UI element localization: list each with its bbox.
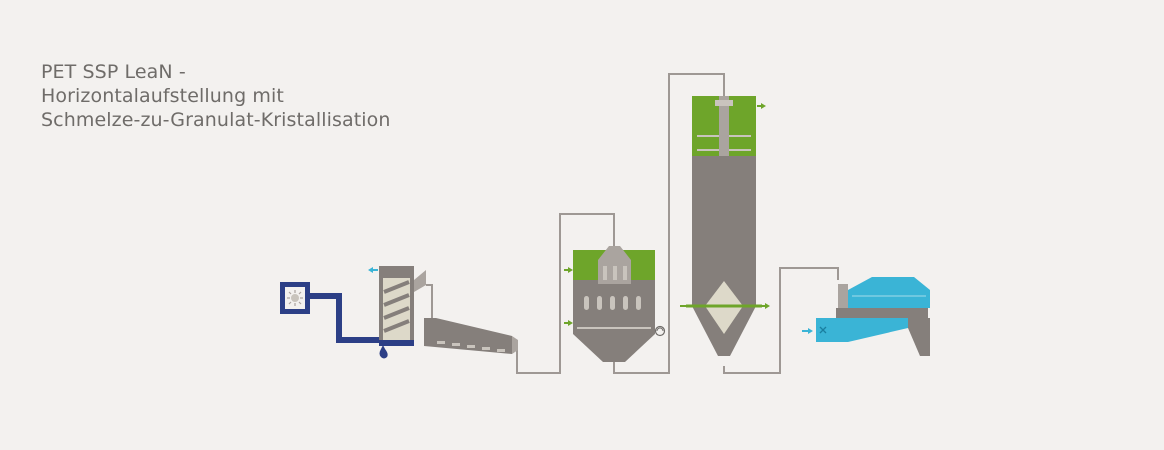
title-line-1: PET SSP LeaN - bbox=[41, 61, 186, 83]
exhaust-arrow-dryer bbox=[368, 267, 378, 273]
ssp-reactor bbox=[680, 96, 770, 356]
pipe-pelletizer-return bbox=[426, 284, 433, 318]
title-line-3: Schmelze-zu-Granulat-Kristallisation bbox=[41, 109, 391, 131]
circle-arrows-icon bbox=[654, 325, 666, 337]
drop-icon bbox=[379, 345, 388, 359]
pipe-reactor-to-cooler bbox=[723, 267, 839, 374]
inlet-arrow-crystallizer-bottom bbox=[564, 320, 573, 326]
diagram-title: PET SSP LeaN - Horizontalaufstellung mit… bbox=[41, 60, 391, 132]
underwater-pelletizer bbox=[280, 282, 388, 359]
crystallizer bbox=[564, 246, 666, 362]
fluid-bed-cooler bbox=[802, 277, 930, 356]
dewatering-conveyor bbox=[424, 318, 518, 354]
x-mark-icon bbox=[819, 326, 827, 334]
centrifugal-dryer bbox=[368, 266, 426, 346]
gear-icon bbox=[287, 290, 303, 306]
pipe-crystallizer-to-reactor bbox=[613, 73, 725, 374]
inlet-arrow-cooler bbox=[802, 328, 813, 334]
outlet-arrow-reactor bbox=[757, 103, 766, 109]
title-line-2: Horizontalaufstellung mit bbox=[41, 85, 284, 107]
inlet-arrow-crystallizer-top bbox=[564, 267, 573, 273]
water-pipe bbox=[310, 293, 383, 343]
